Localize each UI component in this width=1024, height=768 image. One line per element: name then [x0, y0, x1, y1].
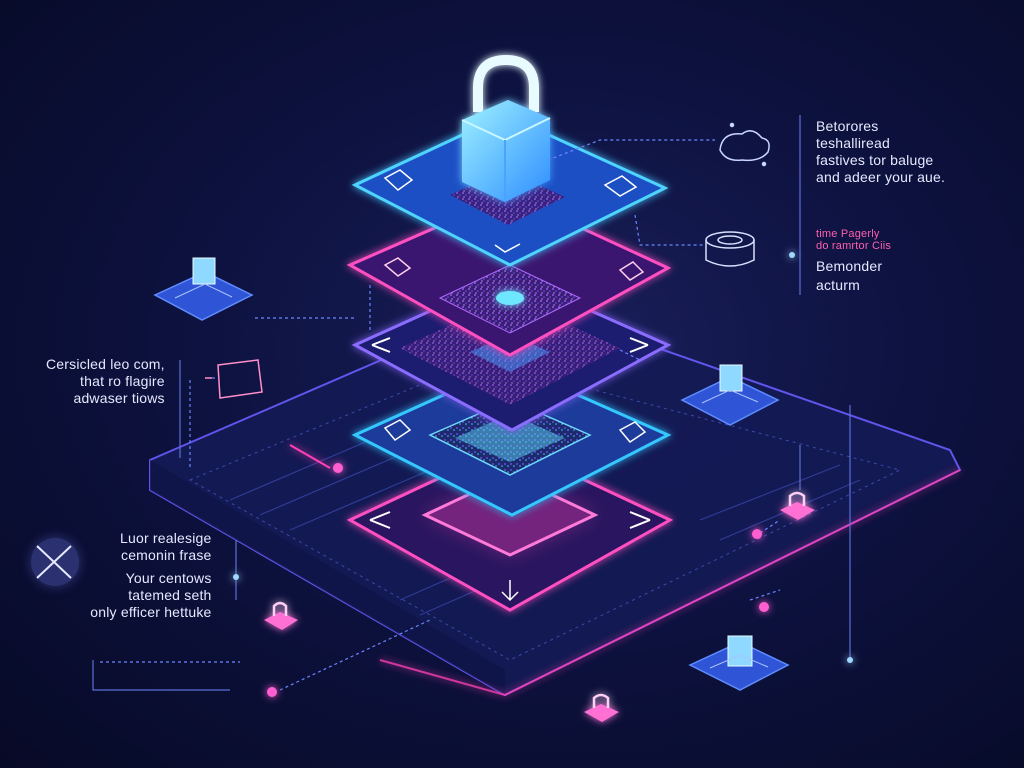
- server-icon: [153, 257, 254, 321]
- callout-line: fastives tor baluge: [816, 152, 934, 168]
- callout-small-line: cemonin frase: [121, 547, 212, 563]
- callout-line: only efficer hettuke: [90, 604, 212, 620]
- callout-small-line: Luor realesige: [120, 530, 212, 546]
- cloud-icon: [383, 419, 412, 441]
- callout-line: that ro flagire: [80, 373, 165, 389]
- arrow-icon: [369, 511, 391, 529]
- padlock-icon: [584, 693, 619, 722]
- padlock-icon: [264, 601, 298, 630]
- callout-line: Your centows: [125, 570, 212, 586]
- padlock-icon: [461, 54, 551, 202]
- server-icon: [688, 635, 790, 691]
- callout-line: adwaser tiows: [73, 390, 165, 406]
- callout-top-right: Betorores teshalliread fastives tor balu…: [816, 118, 945, 186]
- document-icon: [205, 359, 263, 399]
- layer-4: [351, 363, 672, 517]
- callout-line: acturm: [816, 277, 860, 293]
- callout-line: Bemonder: [816, 258, 883, 274]
- connector-lines: [100, 139, 781, 691]
- cloud-icon: [719, 122, 770, 167]
- database-icon: [705, 231, 755, 267]
- callout-mid-right: time Pagerly do ramrtor Ciis Bemonder ac…: [816, 228, 891, 294]
- server-icon: [680, 364, 780, 426]
- arrow-icon: [629, 511, 651, 529]
- guide-lines: [92, 115, 851, 691]
- padlock-icon: [780, 491, 815, 520]
- glow-nodes: [233, 252, 853, 697]
- callout-line: and adeer your aue.: [816, 169, 946, 185]
- callout-small-line: do ramrtor Ciis: [816, 240, 892, 252]
- callout-left-mid: Cersicled leo com, that ro flagire adwas…: [46, 356, 165, 407]
- callout-line: Cersicled leo com,: [46, 356, 165, 372]
- callout-line: tatemed seth: [128, 587, 212, 603]
- callout-line: Betorores: [816, 118, 879, 134]
- cloud-icon: [618, 421, 647, 443]
- callout-small-line: time Pagerly: [816, 228, 880, 240]
- callout-left-bottom: Luor realesige cemonin frase Your centow…: [66, 530, 212, 621]
- close-icon[interactable]: [31, 538, 79, 586]
- callout-line: teshalliread: [816, 135, 890, 151]
